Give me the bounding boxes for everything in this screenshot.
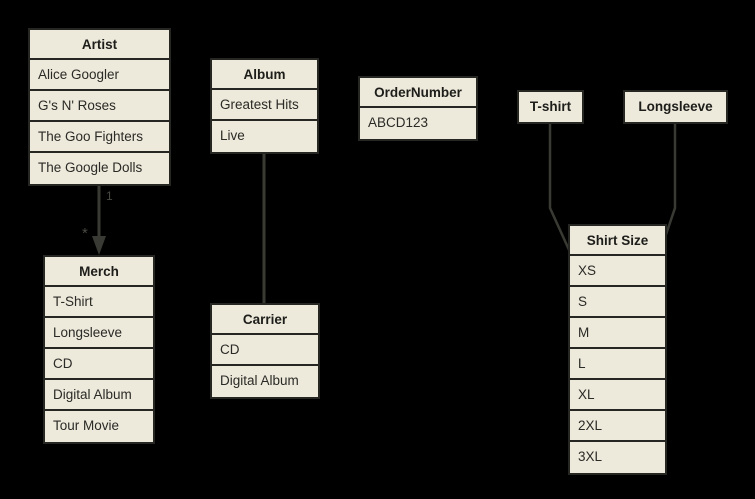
entity-order-number[interactable]: OrderNumber ABCD123 xyxy=(358,76,478,141)
entity-album-title: Album xyxy=(212,60,317,90)
entity-tshirt[interactable]: T-shirt xyxy=(517,90,584,124)
entity-shirt-size-row-6[interactable]: 3XL xyxy=(570,442,665,473)
entity-merch-row-4[interactable]: Tour Movie xyxy=(45,411,153,442)
entity-merch[interactable]: Merch T-Shirt Longsleeve CD Digital Albu… xyxy=(43,255,155,444)
entity-merch-row-1[interactable]: Longsleeve xyxy=(45,318,153,349)
entity-artist-row-0[interactable]: Alice Googler xyxy=(30,60,169,91)
entity-order-number-row-0[interactable]: ABCD123 xyxy=(360,108,476,139)
entity-shirt-size-row-3[interactable]: L xyxy=(570,349,665,380)
entity-shirt-size-row-5[interactable]: 2XL xyxy=(570,411,665,442)
entity-artist-row-1[interactable]: G's N' Roses xyxy=(30,91,169,122)
entity-shirt-size-title: Shirt Size xyxy=(570,226,665,256)
entity-merch-row-0[interactable]: T-Shirt xyxy=(45,287,153,318)
entity-carrier-title: Carrier xyxy=(212,305,318,335)
entity-merch-title: Merch xyxy=(45,257,153,287)
entity-merch-row-2[interactable]: CD xyxy=(45,349,153,380)
entity-order-number-title: OrderNumber xyxy=(360,78,476,108)
entity-artist-title: Artist xyxy=(30,30,169,60)
entity-album-row-0[interactable]: Greatest Hits xyxy=(212,90,317,121)
connector-tshirt-shirtsize xyxy=(548,121,572,253)
entity-album-row-1[interactable]: Live xyxy=(212,121,317,152)
entity-artist-row-3[interactable]: The Google Dolls xyxy=(30,153,169,184)
entity-carrier-row-0[interactable]: CD xyxy=(212,335,318,366)
entity-merch-row-3[interactable]: Digital Album xyxy=(45,380,153,411)
edge-label-artist-cardinality: 1 xyxy=(106,189,113,203)
entity-artist-row-2[interactable]: The Goo Fighters xyxy=(30,122,169,153)
entity-shirt-size-row-2[interactable]: M xyxy=(570,318,665,349)
entity-shirt-size-row-1[interactable]: S xyxy=(570,287,665,318)
edge-label-merch-cardinality: * xyxy=(82,225,88,242)
entity-artist[interactable]: Artist Alice Googler G's N' Roses The Go… xyxy=(28,28,171,186)
entity-longsleeve-title: Longsleeve xyxy=(625,92,726,122)
entity-carrier-row-1[interactable]: Digital Album xyxy=(212,366,318,397)
entity-longsleeve[interactable]: Longsleeve xyxy=(623,90,728,124)
entity-shirt-size-row-4[interactable]: XL xyxy=(570,380,665,411)
entity-carrier[interactable]: Carrier CD Digital Album xyxy=(210,303,320,399)
arrowhead-artist-merch xyxy=(92,236,106,255)
entity-tshirt-title: T-shirt xyxy=(519,92,582,122)
entity-shirt-size-row-0[interactable]: XS xyxy=(570,256,665,287)
entity-shirt-size[interactable]: Shirt Size XS S M L XL 2XL 3XL xyxy=(568,224,667,475)
entity-album[interactable]: Album Greatest Hits Live xyxy=(210,58,319,154)
